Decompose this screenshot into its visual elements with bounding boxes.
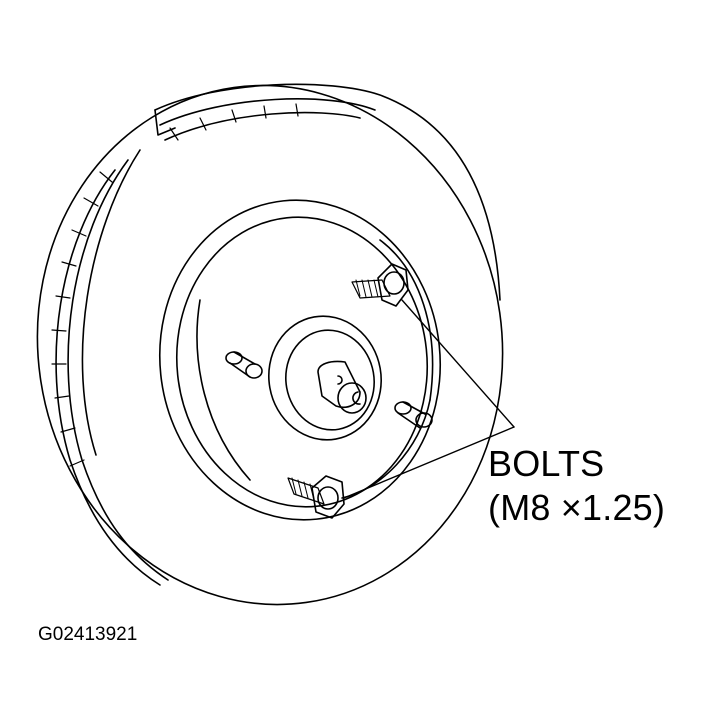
rotor-edge-arc-3 — [81, 149, 141, 456]
rotor-vent-dashes — [51, 103, 299, 467]
callout-line-1: BOLTS — [488, 443, 605, 484]
hub-pilot-mark — [337, 375, 343, 385]
bolts-callout: BOLTS (M8 ×1.25) — [488, 442, 665, 530]
center-bore-inner — [285, 329, 375, 431]
rotor-edge-arc-1 — [55, 169, 161, 586]
rotor-friction-inner — [158, 199, 442, 521]
center-bore-outer — [268, 315, 382, 441]
bolt-upper — [351, 263, 409, 307]
rotor-hat-shadow — [196, 299, 251, 481]
hat-arc-lower — [341, 399, 431, 499]
rotor-rim-edge — [164, 111, 361, 141]
rotor-face-outer — [36, 84, 504, 606]
wheel-stud-left — [225, 351, 263, 379]
rotor-rim-notch — [154, 109, 176, 136]
wheel-stud-right — [394, 401, 433, 429]
figure-id: G02413921 — [38, 624, 138, 645]
leader-line-upper — [401, 299, 515, 428]
bolt-lower — [287, 475, 345, 519]
leader-line-lower — [343, 426, 515, 499]
hub-pilot-face — [337, 382, 367, 414]
rotor-hat-outer — [175, 216, 429, 508]
hat-arc-right — [379, 239, 434, 401]
callout-line-2: (M8 ×1.25) — [488, 487, 666, 528]
rotor-rim-inner — [159, 98, 376, 126]
hub-pilot-mark-2 — [352, 391, 361, 405]
rotor-rim-outer — [154, 83, 501, 301]
